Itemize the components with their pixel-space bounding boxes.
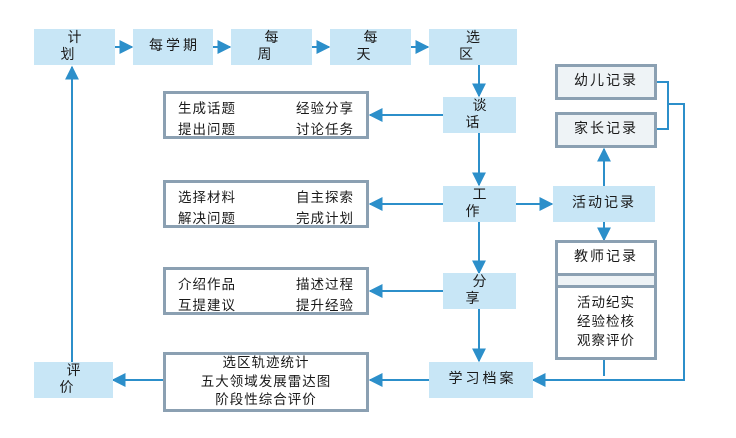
talk-node: 谈 话 — [443, 97, 516, 133]
each-week-node: 每 周 — [231, 29, 312, 65]
teacher-detail-box: 活动纪实 经验检核 观察评价 — [555, 285, 657, 360]
connector-child-record — [657, 81, 669, 120]
talk-item: 经验分享 — [296, 101, 354, 117]
file-item: 五大领域发展雷达图 — [200, 373, 332, 390]
share-detail-box: 介绍作品 描述过程 互提建议 提升经验 — [163, 267, 369, 315]
share-item: 介绍作品 — [178, 277, 236, 293]
talk-item: 讨论任务 — [296, 122, 354, 138]
teacher-record-node: 教师记录 — [555, 240, 657, 276]
file-item: 阶段性综合评价 — [215, 392, 317, 409]
file-item: 选区轨迹统计 — [222, 354, 310, 371]
work-item: 自主探索 — [296, 190, 354, 206]
learning-file-detail-box: 选区轨迹统计 五大领域发展雷达图 阶段性综合评价 — [163, 352, 369, 412]
talk-detail-box: 生成话题 经验分享 提出问题 讨论任务 — [163, 91, 369, 139]
choose-area-node: 选 区 — [429, 29, 517, 65]
work-node: 工 作 — [443, 186, 516, 222]
work-item: 解决问题 — [178, 211, 236, 227]
teacher-item: 活动纪实 — [577, 295, 635, 312]
work-item: 完成计划 — [296, 211, 354, 227]
share-item: 提升经验 — [296, 298, 354, 314]
each-term-node: 每学期 — [133, 29, 213, 65]
share-item: 互提建议 — [178, 298, 236, 314]
learning-file-node: 学习档案 — [429, 362, 533, 398]
talk-item: 生成话题 — [178, 101, 236, 117]
teacher-item: 观察评价 — [577, 332, 635, 349]
connector-parent-record — [657, 120, 669, 130]
work-item: 选择材料 — [178, 190, 236, 206]
evaluate-node: 评 价 — [34, 362, 113, 398]
plan-node: 计 划 — [34, 29, 115, 65]
activity-record-node: 活动记录 — [553, 186, 655, 222]
talk-item: 提出问题 — [178, 122, 236, 138]
share-item: 描述过程 — [296, 277, 354, 293]
work-detail-box: 选择材料 自主探索 解决问题 完成计划 — [163, 180, 369, 228]
parent-record-node: 家长记录 — [555, 112, 657, 148]
share-node: 分 享 — [443, 273, 516, 309]
teacher-item: 经验检核 — [577, 314, 635, 331]
child-record-node: 幼儿记录 — [555, 64, 657, 100]
connector-records-to-file — [531, 103, 685, 387]
each-day-node: 每 天 — [330, 29, 411, 65]
